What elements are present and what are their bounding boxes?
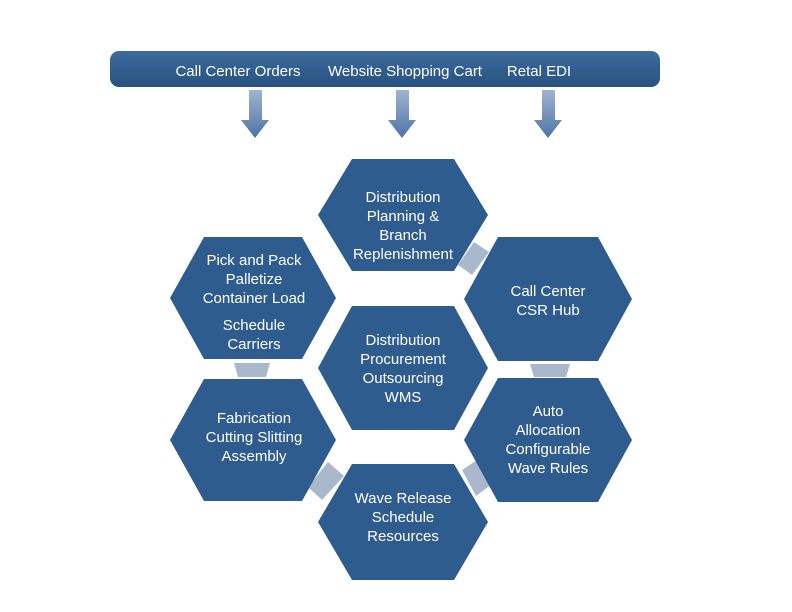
down-arrow-icon bbox=[534, 90, 562, 138]
svg-text:Outsourcing: Outsourcing bbox=[363, 370, 444, 387]
hex-distribution-planning-text: Distribution Planning & Branch Replenish… bbox=[353, 189, 454, 263]
svg-text:Call Center: Call Center bbox=[510, 283, 585, 300]
svg-text:Planning &: Planning & bbox=[367, 208, 440, 225]
connector-lower-right-to-bottom bbox=[462, 460, 492, 496]
svg-text:Allocation: Allocation bbox=[515, 422, 580, 439]
svg-text:Procurement: Procurement bbox=[360, 351, 447, 368]
svg-text:Fabrication: Fabrication bbox=[217, 410, 291, 427]
hex-distribution-planning bbox=[318, 159, 488, 271]
banner-item-call-center-orders: Call Center Orders bbox=[175, 63, 300, 80]
hex-wave-release bbox=[318, 464, 488, 580]
svg-text:Distribution: Distribution bbox=[365, 332, 440, 349]
banner-item-retal-edi: Retal EDI bbox=[507, 63, 571, 80]
svg-text:Palletize: Palletize bbox=[226, 271, 283, 288]
hex-fabrication bbox=[170, 379, 336, 501]
connector-bottom-to-lower-left bbox=[308, 462, 344, 500]
hex-call-center-csr-hub bbox=[464, 237, 632, 361]
hex-distribution-procurement-text: Distribution Procurement Outsourcing WMS bbox=[360, 332, 447, 406]
svg-text:Branch: Branch bbox=[379, 227, 427, 244]
hex-distribution-procurement bbox=[318, 306, 488, 430]
svg-text:Distribution: Distribution bbox=[365, 189, 440, 206]
hex-pick-and-pack bbox=[170, 237, 336, 359]
svg-text:Schedule: Schedule bbox=[372, 509, 435, 526]
svg-text:Resources: Resources bbox=[367, 528, 439, 545]
order-sources-banner bbox=[110, 51, 660, 87]
svg-text:WMS: WMS bbox=[385, 389, 422, 406]
hex-wave-release-text: Wave Release Schedule Resources bbox=[355, 490, 452, 545]
svg-text:CSR Hub: CSR Hub bbox=[516, 302, 579, 319]
svg-text:Wave Release: Wave Release bbox=[355, 490, 452, 507]
banner-item-website-shopping-cart: Website Shopping Cart bbox=[328, 63, 483, 80]
connector-top-to-upper-right bbox=[458, 242, 489, 275]
hex-call-center-csr-hub-text: Call Center CSR Hub bbox=[510, 283, 585, 319]
hex-auto-allocation-text: Auto Allocation Configurable Wave Rules bbox=[505, 403, 590, 477]
svg-text:Container Load: Container Load bbox=[203, 290, 306, 307]
svg-text:Configurable: Configurable bbox=[505, 441, 590, 458]
connector-upper-right-to-lower-right bbox=[530, 364, 570, 377]
connector-lower-left-to-upper-left bbox=[234, 363, 270, 377]
svg-text:Auto: Auto bbox=[533, 403, 564, 420]
hex-fabrication-text: Fabrication Cutting Slitting Assembly bbox=[206, 410, 303, 465]
down-arrow-icon bbox=[241, 90, 269, 138]
svg-text:Pick and Pack: Pick and Pack bbox=[206, 252, 302, 269]
down-arrow-icon bbox=[388, 90, 416, 138]
hex-auto-allocation bbox=[464, 378, 632, 502]
svg-text:Cutting Slitting: Cutting Slitting bbox=[206, 429, 303, 446]
svg-text:Wave Rules: Wave Rules bbox=[508, 460, 588, 477]
hex-pick-and-pack-text: Pick and Pack Palletize Container Load S… bbox=[203, 252, 306, 353]
svg-text:Carriers: Carriers bbox=[227, 336, 280, 353]
svg-text:Replenishment: Replenishment bbox=[353, 246, 454, 263]
svg-text:Assembly: Assembly bbox=[221, 448, 287, 465]
svg-text:Schedule: Schedule bbox=[223, 317, 286, 334]
